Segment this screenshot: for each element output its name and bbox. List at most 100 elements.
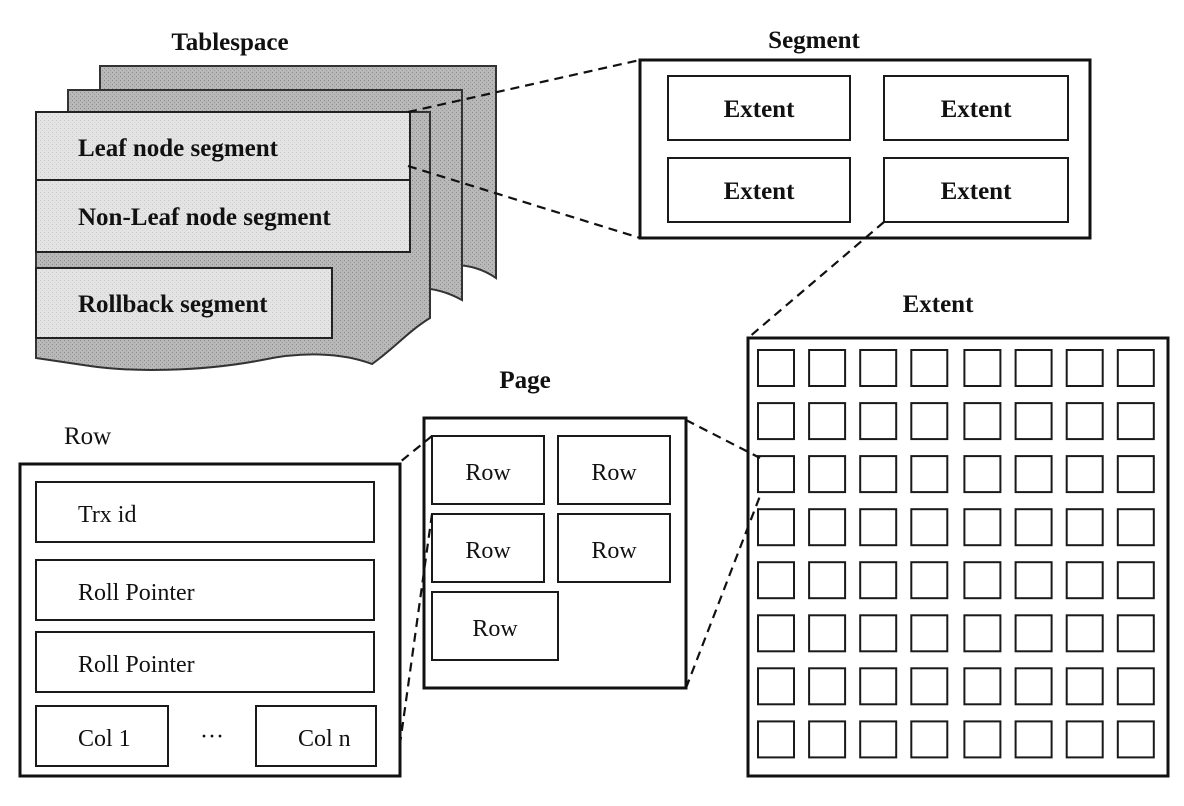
zoom-line-segment-bottom <box>407 164 641 240</box>
extent-page-cell <box>963 667 1002 706</box>
extent-page-cell <box>963 349 1002 387</box>
extent-page-cell <box>963 508 1002 547</box>
page-row-4 <box>557 513 671 583</box>
extent-page-cell <box>859 720 898 759</box>
extent-page-cell <box>1014 667 1053 706</box>
extent-page-cell <box>859 349 898 387</box>
non-leaf-node-segment <box>35 179 411 253</box>
segment-extent-1 <box>667 75 851 141</box>
extent-page-cell <box>910 720 949 759</box>
extent-page-cell <box>910 508 949 547</box>
page-row-1 <box>431 435 545 505</box>
extent-page-cell <box>1065 667 1104 706</box>
extent-page-cell <box>1116 402 1155 441</box>
segment-extent-3 <box>667 157 851 223</box>
extent-page-cell <box>1014 614 1053 653</box>
page-row-3-label: Row <box>465 538 511 564</box>
extent-page-cell <box>808 455 847 494</box>
rollback-segment-label: Rollback segment <box>78 291 268 318</box>
extent-page-cell <box>1116 667 1155 706</box>
page-row-4-label: Row <box>591 538 637 564</box>
zoom-line-segment-top <box>407 58 641 114</box>
leaf-node-segment-label: Leaf node segment <box>78 135 279 162</box>
leaf-node-segment <box>35 111 411 181</box>
segment-extent-4-label: Extent <box>941 178 1013 205</box>
extent-page-cell <box>808 402 847 441</box>
extent-page-cell <box>910 561 949 600</box>
zoom-line-row-top <box>399 435 433 463</box>
extent-page-cell <box>1014 349 1053 387</box>
segment-extent-4 <box>883 157 1069 223</box>
extent-page-cell <box>1014 455 1053 494</box>
page-row-2 <box>557 435 671 505</box>
extent-page-cell <box>757 667 795 706</box>
row-col-1 <box>35 705 169 767</box>
extent-page-cell <box>1065 508 1104 547</box>
extent-page-cell <box>757 455 795 494</box>
extent-page-cell <box>1116 508 1155 547</box>
extent-page-cell <box>1014 720 1053 759</box>
page-row-3 <box>431 513 545 583</box>
extent-page-cell <box>1116 720 1155 759</box>
tablespace-stack: Leaf node segment Non-Leaf node segment … <box>35 65 497 371</box>
row-col-n <box>255 705 377 767</box>
extent-page-cell <box>910 455 949 494</box>
extent-page-cell <box>910 402 949 441</box>
extent-page-cell <box>1014 402 1053 441</box>
extent-page-cell <box>910 667 949 706</box>
row-field-roll-pointer-1 <box>35 559 375 621</box>
page-row-5-label: Row <box>472 616 518 642</box>
non-leaf-node-segment-label: Non-Leaf node segment <box>78 204 331 231</box>
extent-page-cell <box>1065 561 1104 600</box>
page-row-1-label: Row <box>465 460 511 486</box>
extent-page-cell <box>859 508 898 547</box>
extent-page-cell <box>910 349 949 387</box>
extent-page-cell <box>859 455 898 494</box>
extent-page-cell <box>1116 561 1155 600</box>
extent-page-cell <box>1065 614 1104 653</box>
row-col-n-label: Col n <box>298 726 351 752</box>
row-col-1-label: Col 1 <box>78 726 131 752</box>
extent-page-cell <box>1014 561 1053 600</box>
extent-page-cell <box>808 508 847 547</box>
zoom-line-row-bottom <box>398 513 434 745</box>
extent-page-cell <box>808 349 847 387</box>
tablespace-title: Tablespace <box>171 29 288 56</box>
segment-title: Segment <box>768 27 860 54</box>
extent-page-cell <box>910 614 949 653</box>
extent-page-cell <box>1065 720 1104 759</box>
extent-page-cell <box>1116 349 1155 387</box>
extent-page-cell <box>963 614 1002 653</box>
row-title: Row <box>64 423 111 450</box>
page-title: Page <box>499 367 550 394</box>
row-field-trx-id-label: Trx id <box>78 502 136 528</box>
row-field-roll-pointer-2-label: Roll Pointer <box>78 652 195 678</box>
rollback-segment <box>35 267 333 339</box>
extent-title: Extent <box>903 291 975 318</box>
segment-extent-3-label: Extent <box>724 178 796 205</box>
extent-page-cell <box>1065 402 1104 441</box>
row-field-trx-id <box>35 481 375 543</box>
extent-page-cell <box>859 614 898 653</box>
extent-page-cell <box>1116 455 1155 494</box>
row-col-ellipsis: ··· <box>200 724 224 750</box>
zoom-line-page-bottom <box>684 495 762 689</box>
extent-page-cell <box>1014 508 1053 547</box>
extent-page-cell <box>1116 614 1155 653</box>
extent-page-cell <box>757 508 795 547</box>
extent-page-cell <box>859 561 898 600</box>
extent-page-cell <box>808 667 847 706</box>
page-row-5 <box>431 591 559 661</box>
extent-page-grid <box>757 349 1155 759</box>
extent-page-cell <box>859 402 898 441</box>
segment-extent-1-label: Extent <box>724 96 796 123</box>
extent-page-cell <box>963 720 1002 759</box>
extent-page-cell <box>963 561 1002 600</box>
extent-page-cell <box>757 614 795 653</box>
extent-page-cell <box>757 349 795 387</box>
segment-extent-2-label: Extent <box>941 96 1013 123</box>
segment-extent-2 <box>883 75 1069 141</box>
extent-page-cell <box>808 614 847 653</box>
extent-page-cell <box>757 402 795 441</box>
